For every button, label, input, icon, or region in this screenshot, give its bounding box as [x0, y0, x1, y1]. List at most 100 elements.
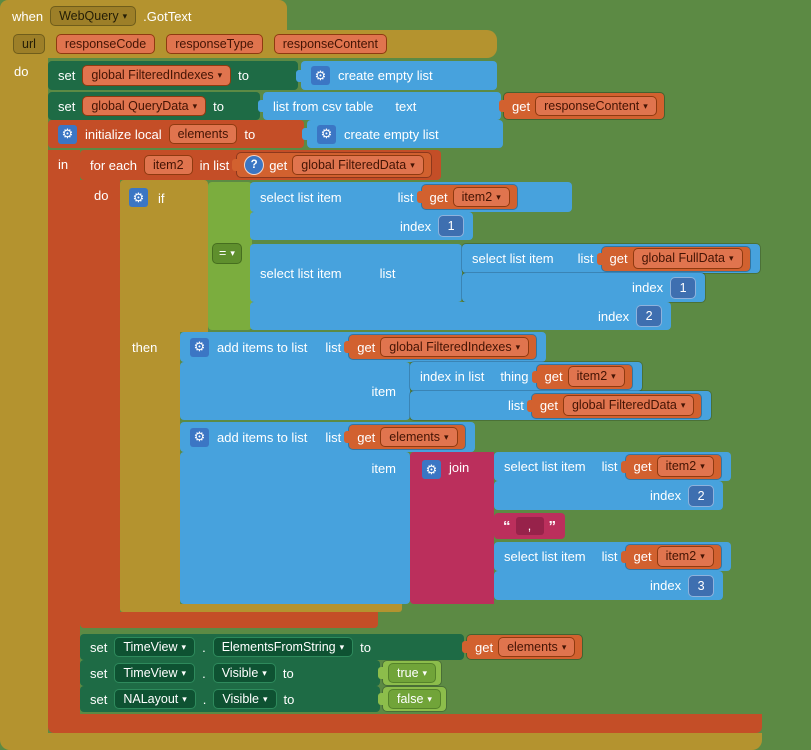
select-list-item-row[interactable]: select list item list get item2▾: [250, 182, 572, 212]
set-property-block[interactable]: set TimeView▾ . ElementsFromString▾ to: [80, 634, 464, 660]
number-field[interactable]: 1: [671, 277, 696, 298]
mutator-gear-icon[interactable]: ⚙: [190, 427, 209, 447]
variable-dropdown[interactable]: global FilteredData▾: [563, 396, 694, 415]
property-dropdown[interactable]: ElementsFromString▾: [213, 637, 353, 657]
index-row[interactable]: index 2: [250, 302, 672, 330]
if-block-header[interactable]: ⚙ if: [120, 180, 208, 332]
select-list-item-left[interactable]: select list item list: [250, 244, 462, 302]
select-list-item-block[interactable]: select list item list get item2▾ index 3: [494, 542, 731, 600]
set-property-block[interactable]: set NALayout▾ . Visible▾ to: [80, 686, 380, 712]
select-list-item-block[interactable]: select list item list get global FullDat…: [462, 244, 760, 302]
for-each-left-edge[interactable]: [80, 180, 120, 612]
add-items-header-row[interactable]: ⚙ add items to list list get elements▾: [180, 422, 475, 452]
variable-dropdown[interactable]: global FilteredData▾: [293, 155, 423, 175]
component-dropdown[interactable]: TimeView▾: [115, 663, 195, 683]
param-response-content[interactable]: responseContent: [274, 34, 386, 54]
variable-dropdown[interactable]: item2▾: [453, 187, 509, 207]
property-dropdown[interactable]: Visible▾: [214, 689, 276, 709]
get-variable-block[interactable]: get item2▾: [620, 454, 721, 479]
index-row[interactable]: index 2: [494, 481, 724, 510]
mutator-gear-icon[interactable]: ⚙: [317, 124, 336, 144]
equals-block[interactable]: = ▾: [208, 182, 252, 330]
when-event-block-header[interactable]: when WebQuery ▾ .GotText: [0, 0, 287, 32]
variable-dropdown[interactable]: item2▾: [657, 547, 713, 566]
index-row[interactable]: index 1: [250, 212, 474, 240]
add-items-to-list-block[interactable]: ⚙ add items to list list get global Filt…: [180, 332, 712, 420]
logic-value-dropdown[interactable]: true▾: [389, 663, 436, 683]
get-variable-block[interactable]: get item2▾: [620, 544, 721, 569]
get-variable-block[interactable]: ? get global FilteredData▾: [232, 153, 431, 177]
list-arg-row[interactable]: list get global FilteredData▾: [410, 391, 712, 420]
logic-false-block[interactable]: false▾: [378, 687, 446, 711]
number-field[interactable]: 2: [689, 485, 714, 506]
logic-value-dropdown[interactable]: false▾: [389, 689, 440, 709]
number-field[interactable]: 1: [439, 216, 464, 236]
item-arg-area[interactable]: item: [180, 452, 410, 604]
add-items-to-list-block[interactable]: ⚙ add items to list list get elements▾ i…: [180, 422, 731, 604]
get-variable-block[interactable]: get elements▾: [344, 425, 465, 449]
get-variable-block[interactable]: get global FilteredIndexes▾: [344, 335, 537, 359]
get-variable-block[interactable]: get global FullData▾: [596, 246, 750, 271]
index-in-list-block[interactable]: index in list thing get item2▾ list get …: [410, 362, 712, 420]
component-dropdown[interactable]: NALayout▾: [115, 689, 195, 709]
variable-dropdown[interactable]: elements▾: [381, 427, 457, 447]
select-list-item-block[interactable]: select list item list get item2▾ index 1: [250, 182, 572, 240]
index-row[interactable]: index 3: [494, 571, 724, 600]
mutator-gear-icon[interactable]: ⚙: [190, 337, 209, 357]
variable-dropdown[interactable]: global QueryData▾: [83, 96, 206, 116]
create-empty-list-block[interactable]: ⚙ create empty list: [296, 61, 497, 90]
number-field[interactable]: 3: [689, 575, 714, 596]
get-variable-block[interactable]: get item2▾: [531, 364, 632, 389]
for-each-block-header-row[interactable]: for each item2 in list ? get global Filt…: [80, 150, 441, 180]
index-row[interactable]: index 1: [462, 273, 706, 302]
when-block-bottom-edge[interactable]: [0, 733, 762, 750]
variable-dropdown[interactable]: item2▾: [657, 457, 713, 476]
variable-dropdown[interactable]: responseContent▾: [536, 96, 656, 116]
mutator-gear-icon[interactable]: ⚙: [58, 124, 77, 144]
logic-true-block[interactable]: true▾: [377, 661, 442, 685]
get-variable-block[interactable]: get global FilteredData▾: [526, 393, 702, 418]
if-block-bottom-edge[interactable]: [120, 604, 402, 612]
local-variable-field[interactable]: elements: [169, 124, 237, 144]
component-dropdown[interactable]: WebQuery ▾: [51, 6, 136, 26]
get-variable-block[interactable]: get item2▾: [416, 185, 517, 209]
comment-icon[interactable]: ?: [245, 156, 264, 174]
get-variable-block[interactable]: get responseContent▾: [499, 93, 664, 119]
select-list-item-block[interactable]: select list item list select list item l…: [250, 244, 760, 330]
variable-dropdown[interactable]: global FilteredIndexes▾: [381, 337, 529, 357]
text-string-block[interactable]: “ , ”: [489, 513, 565, 539]
text-string-field[interactable]: ,: [515, 517, 544, 535]
initialize-local-bottom-edge[interactable]: [48, 714, 762, 733]
get-variable-block[interactable]: get elements▾: [461, 635, 583, 659]
component-dropdown[interactable]: TimeView▾: [115, 637, 195, 657]
initialize-local-left-edge[interactable]: [48, 150, 80, 714]
variable-dropdown[interactable]: global FilteredIndexes▾: [83, 66, 231, 85]
select-list-item-row[interactable]: select list item list get item2▾: [494, 452, 731, 481]
select-list-item-block[interactable]: select list item list get item2▾ index 2: [494, 452, 731, 510]
create-empty-list-block[interactable]: ⚙ create empty list: [302, 120, 503, 148]
variable-dropdown[interactable]: item2▾: [568, 367, 624, 386]
set-variable-block[interactable]: set global FilteredIndexes▾ to: [48, 61, 298, 90]
param-response-type[interactable]: responseType: [167, 34, 262, 54]
add-items-header-row[interactable]: ⚙ add items to list list get global Filt…: [180, 332, 547, 362]
loop-variable-field[interactable]: item2: [144, 155, 192, 175]
initialize-local-block[interactable]: ⚙ initialize local elements to: [48, 120, 304, 148]
if-block-then-edge[interactable]: [120, 332, 180, 604]
join-block-header[interactable]: ⚙ join: [410, 452, 494, 604]
mutator-gear-icon[interactable]: ⚙: [129, 188, 148, 207]
for-each-bottom-edge[interactable]: [80, 612, 378, 628]
when-block-left-edge[interactable]: [0, 56, 48, 733]
index-in-list-row[interactable]: index in list thing get item2▾: [410, 362, 642, 391]
when-event-params-bar[interactable]: url responseCode responseType responseCo…: [0, 30, 497, 58]
variable-dropdown[interactable]: elements▾: [499, 637, 575, 657]
item-arg-area[interactable]: item: [180, 362, 410, 420]
param-response-code[interactable]: responseCode: [56, 34, 155, 54]
number-field[interactable]: 2: [637, 306, 662, 326]
mutator-gear-icon[interactable]: ⚙: [311, 66, 330, 85]
property-dropdown[interactable]: Visible▾: [213, 663, 275, 683]
list-from-csv-table-block[interactable]: list from csv table text: [258, 92, 501, 120]
mutator-gear-icon[interactable]: ⚙: [422, 460, 441, 479]
comparison-operator-dropdown[interactable]: = ▾: [213, 244, 241, 263]
join-block[interactable]: ⚙ join select list item list get item2▾: [410, 452, 731, 604]
